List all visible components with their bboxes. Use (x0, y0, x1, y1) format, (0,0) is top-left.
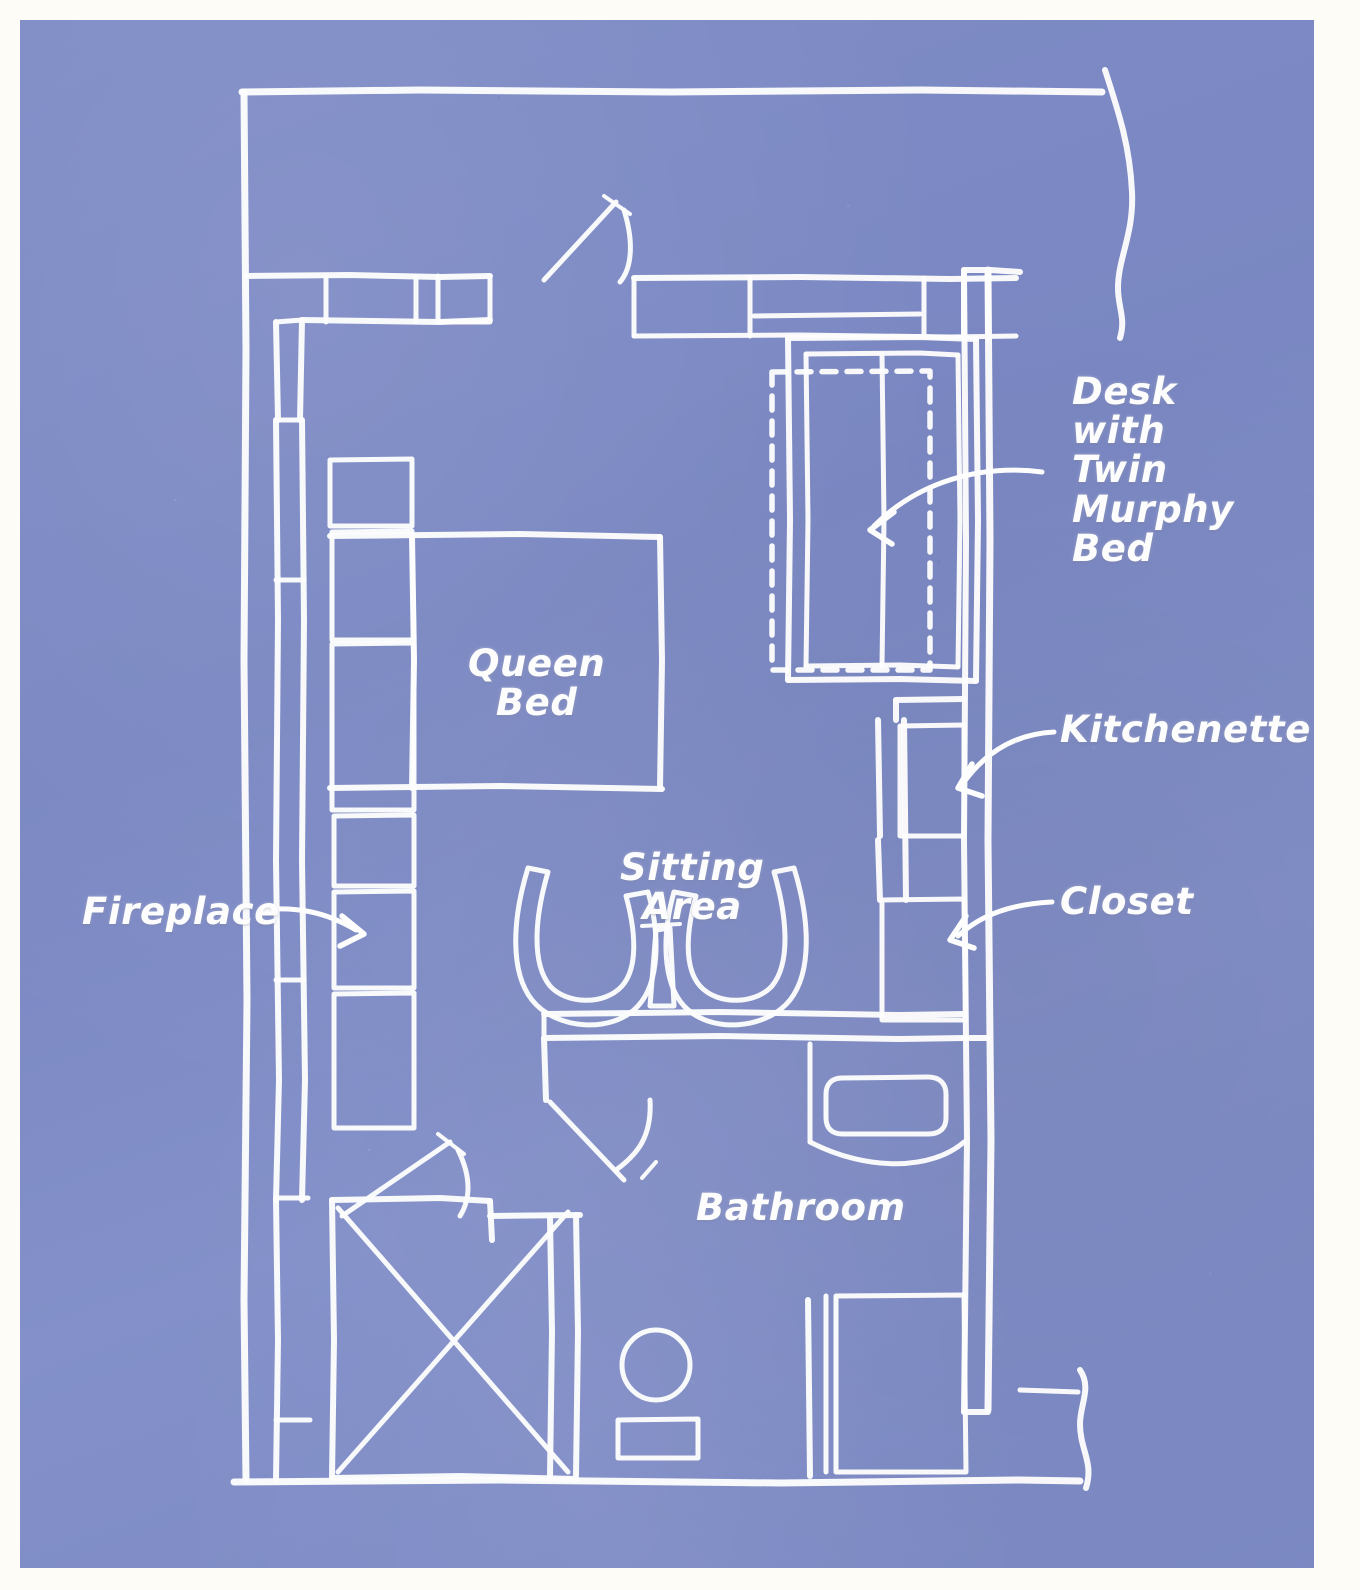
side-table (640, 922, 682, 1009)
closet-unit (875, 717, 969, 1023)
blueprint-canvas: Desk with Twin Murphy Bed Kitchenette Cl… (20, 20, 1314, 1568)
shower-door (339, 1132, 471, 1219)
bathroom-door (547, 1097, 658, 1183)
room-label-bathroom: Bathroom (696, 1186, 906, 1229)
outer-walls (230, 86, 1106, 1487)
bathroom-walls (541, 1009, 967, 1103)
desk-murphy-bed-unit (769, 334, 981, 684)
entry-door (541, 194, 633, 285)
callout-label-kitchenette: Kitchenette (1060, 708, 1311, 751)
armchair-left (513, 865, 659, 1028)
top-cabinet-run (631, 274, 1019, 340)
room-label-sitting-area: Sitting Area (620, 846, 765, 929)
fireplace-callout-arrow (257, 906, 367, 949)
lower-left-wall (273, 1197, 313, 1483)
bathroom-right-junction (961, 1035, 991, 1415)
vanity-counter (807, 1041, 967, 1167)
toilet (615, 1327, 701, 1461)
armchair-right (663, 865, 809, 1028)
upper-right-wall-junction (961, 267, 1023, 341)
bathtub (805, 1292, 969, 1479)
shower-stall (329, 1195, 583, 1482)
desk-callout-arrow (867, 467, 1045, 547)
closet-callout-arrow (947, 899, 1055, 951)
kitchenette-unit (875, 696, 967, 839)
callout-label-closet: Closet (1060, 880, 1194, 923)
callout-label-desk-murphy-bed: Desk with Twin Murphy Bed (1072, 370, 1234, 570)
callout-label-fireplace: Fireplace (82, 890, 280, 933)
break-line-top-right (1102, 67, 1136, 341)
floor-plan-drawing (230, 67, 1136, 1491)
queen-bed (327, 531, 665, 792)
room-label-queen-bed: Queen Bed (468, 642, 606, 725)
kitchenette-callout-arrow (955, 729, 1057, 799)
entry-vestibule (243, 272, 493, 423)
break-line-bottom-right (1017, 1367, 1092, 1491)
